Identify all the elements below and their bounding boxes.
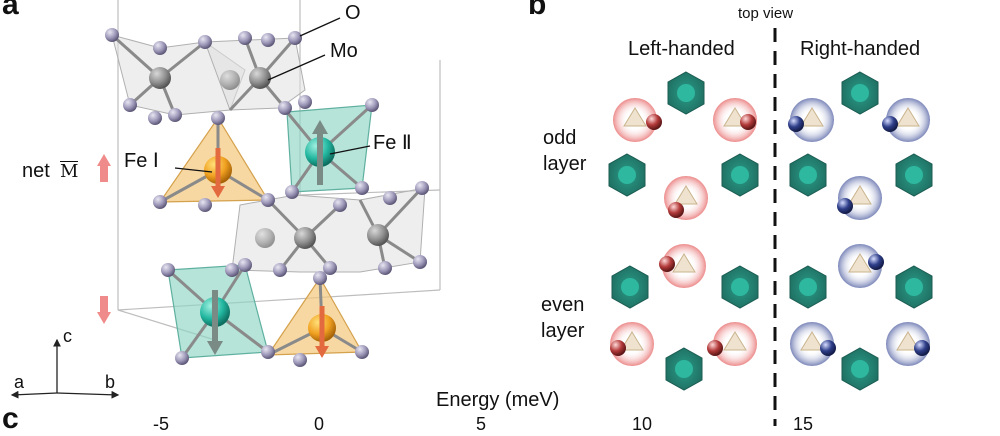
- panel-b-letter: b: [528, 0, 547, 21]
- label-m-vector: M: [60, 161, 79, 182]
- top-view-title: top view: [738, 5, 794, 22]
- energy-tick: 5: [476, 414, 487, 434]
- energy-tick: 15: [793, 414, 814, 434]
- label-fe2: Fe Ⅱ: [373, 132, 412, 154]
- odd-layer-right: [788, 71, 933, 220]
- crystal-structure: [10, 0, 441, 399]
- odd-layer-left: [608, 71, 759, 220]
- panel-c-letter: c: [2, 402, 19, 435]
- spin-arrows: [207, 120, 329, 358]
- right-handed-title: Right-handed: [800, 38, 921, 60]
- energy-axis-title: Energy (meV): [436, 389, 560, 411]
- mo-atoms: [149, 67, 389, 249]
- panel-a-letter: a: [2, 0, 19, 21]
- left-handed-title: Left-handed: [628, 38, 735, 60]
- label-o: O: [345, 2, 361, 24]
- label-net: net: [22, 160, 50, 182]
- axis-b-label: b: [105, 372, 116, 392]
- top-view-right: [788, 71, 933, 391]
- unit-cell: [117, 0, 441, 341]
- energy-tick: 0: [314, 414, 325, 434]
- energy-tick: 10: [632, 414, 653, 434]
- label-mo: Mo: [330, 40, 358, 62]
- label-fe1: Fe Ⅰ: [124, 150, 159, 172]
- even-layer-left: [610, 244, 759, 391]
- axes-triad: [10, 338, 120, 399]
- energy-tick: -5: [153, 414, 170, 434]
- leader-lines: [174, 17, 371, 173]
- axis-a-label: a: [14, 372, 25, 392]
- net-m-arrows: [97, 154, 111, 324]
- top-view-left: [608, 71, 759, 391]
- o-atoms: [105, 28, 429, 367]
- axis-c-label: c: [63, 326, 72, 346]
- figure-canvas: [10, 0, 933, 426]
- even-layer-right: [789, 244, 933, 391]
